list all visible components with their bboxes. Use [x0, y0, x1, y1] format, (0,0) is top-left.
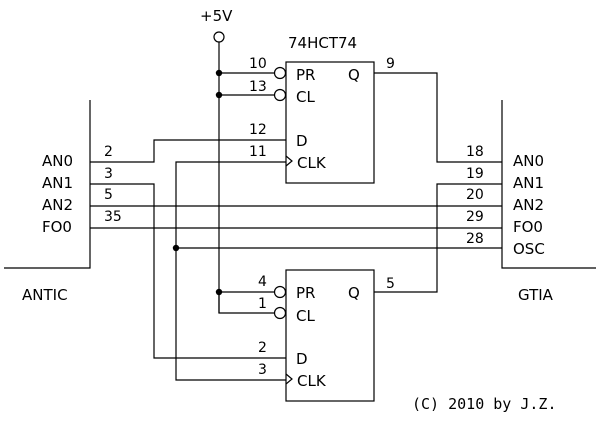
ff1-pin-q: 9 [386, 56, 395, 72]
gtia-signal-an0: AN0 [513, 152, 544, 170]
ff2-pin-q: 5 [386, 276, 395, 292]
ff1-cl-bubble [273, 88, 287, 102]
gtia-pin-osc: 28 [466, 231, 484, 247]
gtia-chip: GTIA AN0 AN1 AN2 FO0 OSC 18 19 20 29 28 [466, 100, 596, 304]
supply-label: +5V [200, 7, 233, 25]
ff2-cl-label: CL [296, 307, 315, 325]
ff1-pr-label: PR [296, 66, 315, 84]
ff2-pr-bubble [273, 285, 287, 299]
antic-name: ANTIC [22, 286, 68, 304]
ff2-clk-label: CLK [297, 372, 327, 390]
gtia-signal-osc: OSC [513, 240, 545, 258]
antic-chip: ANTIC AN0 AN1 AN2 FO0 2 3 5 35 [4, 100, 122, 304]
ff2-pin-clk: 3 [258, 362, 267, 378]
ff2-q-label: Q [348, 284, 360, 302]
gtia-signal-an2: AN2 [513, 196, 544, 214]
antic-pin-an2: 5 [104, 187, 113, 203]
wire-an0-to-ff1-d [90, 139, 286, 163]
ff1-pin-d: 12 [249, 122, 267, 138]
flip-flop-2: PR CL D CLK Q 4 1 2 3 5 [218, 269, 395, 402]
ff2-pin-pr: 4 [258, 274, 267, 290]
ff1-clk-label: CLK [297, 154, 327, 172]
gtia-pin-an0: 18 [466, 144, 484, 160]
ff1-cl-label: CL [296, 88, 315, 106]
antic-signal-fo0: FO0 [42, 218, 72, 236]
ff2-cl-bubble [273, 306, 287, 320]
gtia-signal-an1: AN1 [513, 174, 544, 192]
wire-osc-to-ff2-clk [175, 248, 286, 381]
gtia-pin-fo0: 29 [466, 209, 484, 225]
gtia-outline [501, 100, 596, 269]
antic-outline [4, 100, 91, 269]
gtia-signal-fo0: FO0 [513, 218, 543, 236]
wire-ff2-q-to-gtia-an1 [374, 183, 502, 293]
junction-osc [172, 244, 180, 252]
gtia-pin-an1: 19 [466, 166, 484, 182]
ff1-clock-triangle [285, 155, 293, 167]
ff2-clock-triangle [285, 373, 293, 385]
antic-signal-an1: AN1 [42, 174, 73, 192]
ff2-body [285, 269, 375, 402]
wire-an1-to-ff2-d [90, 183, 286, 359]
antic-pin-fo0: 35 [104, 209, 122, 225]
ff2-d-label: D [296, 350, 308, 368]
chip-label: 74HCT74 [288, 34, 357, 52]
ff1-pr-bubble [273, 66, 287, 80]
antic-signal-an0: AN0 [42, 152, 73, 170]
antic-signal-an2: AN2 [42, 196, 73, 214]
flip-flop-1: PR CL D CLK Q 10 13 12 11 9 [219, 56, 395, 184]
supply-terminal [213, 31, 225, 43]
ff1-body [285, 61, 375, 184]
ff2-pin-d: 2 [258, 340, 267, 356]
antic-pin-an1: 3 [104, 166, 113, 182]
gtia-name: GTIA [518, 286, 554, 304]
gtia-pin-an2: 20 [466, 187, 484, 203]
wire-ff1-q-to-gtia-an0 [374, 72, 502, 163]
ff2-pin-cl: 1 [258, 296, 267, 312]
antic-pin-an0: 2 [104, 144, 113, 160]
copyright: (C) 2010 by J.Z. [412, 395, 557, 413]
ff1-d-label: D [296, 132, 308, 150]
ff1-q-label: Q [348, 66, 360, 84]
wire-osc-to-ff1-clk [175, 161, 286, 248]
ff1-pin-pr: 10 [249, 56, 267, 72]
ff2-pr-label: PR [296, 284, 315, 302]
wire-ff2-cl [218, 292, 274, 314]
ff1-pin-cl: 13 [249, 79, 267, 95]
ff1-pin-clk: 11 [249, 144, 267, 160]
